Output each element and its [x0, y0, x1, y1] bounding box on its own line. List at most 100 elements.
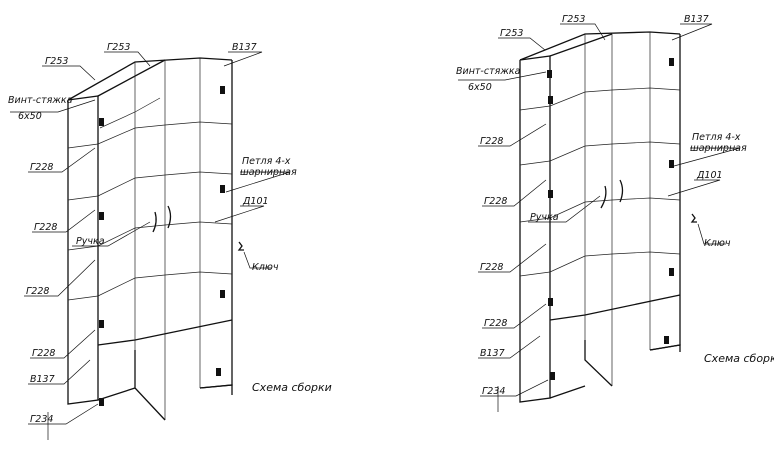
left-label-shelf-1: Г228 — [30, 162, 53, 173]
left-label-g234: Г234 — [30, 414, 53, 425]
left-label-v137: В137 — [232, 42, 257, 53]
right-leader-screw — [458, 71, 547, 81]
left-bottom-edge — [97, 387, 136, 401]
left-leader-g253b — [104, 51, 151, 67]
right-leader-key — [697, 223, 726, 245]
right-base-right — [649, 344, 681, 352]
right-leaders — [458, 23, 741, 412]
right-label-g253-top: Г253 — [562, 14, 585, 25]
right-label-v137-bottom: В137 — [480, 348, 505, 359]
right-label-g253: Г253 — [500, 28, 523, 39]
right-leader-v137b — [478, 335, 541, 359]
right-leader-g234 — [480, 379, 549, 397]
right-shelf-4 — [519, 253, 613, 277]
right-caption: Схема сборки — [704, 352, 774, 365]
left-label-screw: Винт-стяжка — [8, 95, 73, 106]
right-shelf-4r — [611, 251, 681, 255]
left-leader-g253 — [42, 65, 96, 81]
right-divider-shelf — [549, 294, 681, 321]
right-label-screw-size: 6x50 — [468, 82, 492, 93]
left-label-door: Д101 — [242, 196, 269, 207]
left-screw-1 — [99, 118, 104, 126]
left-shelf-1 — [67, 124, 166, 149]
left-shelf-2r — [164, 171, 233, 176]
left-leader-shelf1 — [28, 147, 96, 173]
right-leader-handle — [528, 195, 601, 223]
left-leader-shelf3 — [24, 259, 96, 297]
left-leader-key — [243, 251, 272, 269]
left-shelf-4 — [67, 274, 166, 301]
left-leader-handle — [72, 221, 151, 247]
right-leader-shelf3 — [478, 243, 547, 273]
right-label-hinge-1: Петля 4-х — [692, 132, 741, 143]
right-leader-shelf4 — [482, 303, 547, 329]
left-leader-shelf4 — [30, 329, 96, 359]
right-leader-g253b — [560, 23, 606, 41]
right-screw-3 — [548, 190, 553, 198]
left-screw-2 — [99, 212, 104, 220]
right-label-shelf-2: Г228 — [484, 196, 507, 207]
left-screw-4 — [99, 398, 104, 406]
right-label-key: Ключ — [704, 238, 731, 249]
left-leader-screw — [10, 99, 96, 113]
right-screw-4 — [548, 298, 553, 306]
right-screw-1 — [547, 70, 552, 78]
right-shelf-2 — [519, 143, 613, 166]
right-key-icon — [690, 213, 697, 223]
right-shelf-2r — [611, 141, 681, 145]
left-shelf-1r — [164, 121, 233, 126]
left-leader-hinge — [225, 171, 291, 193]
right-hardware — [547, 58, 674, 380]
right-label-door: Д101 — [696, 170, 723, 181]
left-label-hinge-2: шарнирная — [240, 167, 297, 178]
left-top-inner-edge — [97, 59, 166, 97]
left-shelf-3 — [67, 224, 166, 251]
left-top-shelf — [99, 97, 161, 129]
right-leader-shelf1 — [478, 123, 547, 147]
left-label-hinge-1: Петля 4-х — [242, 156, 291, 167]
left-label-g253: Г253 — [45, 56, 68, 67]
right-leader-g253 — [498, 37, 546, 51]
right-shelves — [519, 87, 681, 277]
left-hinge-2 — [220, 185, 225, 193]
right-shelf-1 — [519, 89, 613, 111]
right-label-shelf-4: Г228 — [484, 318, 507, 329]
right-hinge-4 — [664, 336, 669, 344]
left-hardware — [99, 86, 225, 406]
right-screw-5 — [550, 372, 555, 380]
left-leader-g234 — [28, 403, 99, 425]
left-shelf-3r — [164, 221, 233, 226]
right-label-hinge-2: шарнирная — [690, 143, 747, 154]
left-label-key: Ключ — [252, 262, 279, 273]
left-leader-v137 — [223, 51, 263, 67]
right-shelf-3 — [519, 199, 613, 223]
left-label-g253-top: Г253 — [107, 42, 130, 53]
right-leader-door — [667, 179, 721, 197]
left-base-right — [199, 384, 233, 395]
left-label-screw-size: 6x50 — [18, 111, 42, 122]
right-base-curve-left — [584, 340, 613, 387]
right-hinge-2 — [669, 160, 674, 168]
right-leader-v137 — [671, 23, 713, 41]
right-top-inner-edge — [549, 33, 613, 57]
right-label-screw: Винт-стяжка — [456, 66, 521, 77]
right-right-side — [649, 34, 681, 351]
right-cabinet-drawing: Г253 Г253 В137 Винт-стяжка 6x50 Г228 Г22… — [456, 14, 774, 412]
right-leader-hinge — [673, 147, 741, 167]
left-side-panel — [67, 95, 99, 405]
left-shelf-4r — [164, 271, 233, 276]
right-bottom-edge — [549, 385, 586, 399]
left-leader-door — [214, 205, 265, 223]
right-label-v137: В137 — [684, 14, 709, 25]
left-shelf-2 — [67, 174, 166, 201]
right-label-shelf-3: Г228 — [480, 262, 503, 273]
right-shelf-1r — [611, 87, 681, 91]
left-label-v137-bottom: В137 — [30, 374, 55, 385]
left-cabinet-drawing: Г253 Г253 В137 Винт-стяжка 6x50 Г228 Г22… — [8, 42, 332, 440]
right-label-handle: Ручка — [530, 212, 559, 223]
left-leader-v137b — [28, 359, 91, 385]
left-label-shelf-3: Г228 — [26, 286, 49, 297]
right-handle-2 — [619, 179, 624, 203]
left-caption: Схема сборки — [252, 381, 332, 394]
